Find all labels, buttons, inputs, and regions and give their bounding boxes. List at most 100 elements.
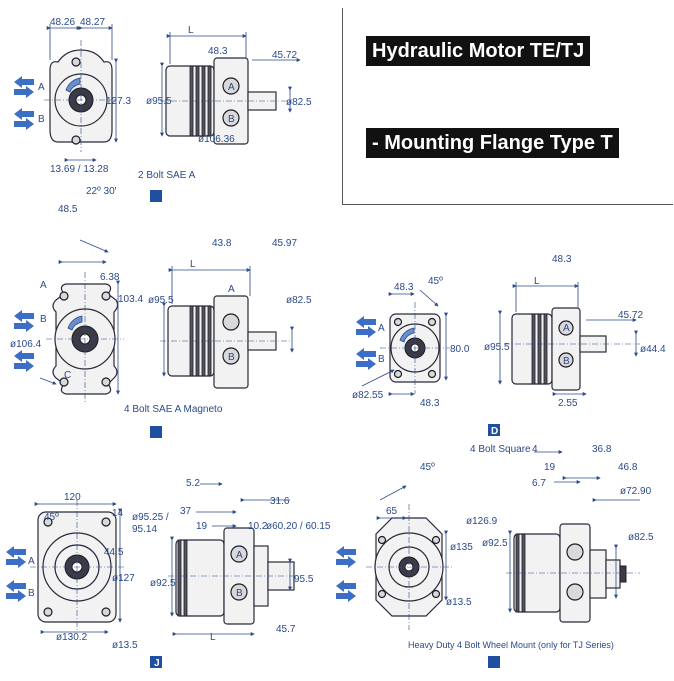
view-marker-k: [488, 656, 500, 668]
dim-5-2: 5.2: [186, 478, 200, 489]
dim-13-69: 13.69 / 13.28: [50, 164, 109, 175]
dim-dia-13-5: ø13.5: [112, 640, 138, 651]
flow-arrow-in-icon: [14, 108, 34, 120]
view-flange-square: 48.3 45º 80.0 ø82.55 48.3 A B D 4 Bolt S…: [352, 276, 531, 455]
view-flange-4bolt: A B C 6.38 103.4 ø106.4 4 Bolt SAE A Mag…: [10, 238, 297, 438]
dim-dia-127: ø127: [112, 573, 135, 584]
flange-120-bolt: [101, 517, 111, 527]
dim-48-5: 48.5: [58, 204, 78, 215]
side-wheel-port-a: [566, 543, 584, 561]
dim-angle-45: 45º: [428, 276, 443, 287]
flow-arrow-out-icon: [6, 556, 26, 568]
view-side-4bolt: L ø95.5 ø82.5 A B: [148, 259, 312, 389]
flow-arrow-out-icon: [14, 118, 34, 130]
flow-arrow-in-icon: [6, 546, 26, 558]
side-2bolt-port-a: [222, 77, 240, 95]
dim-45-72: 45.72: [618, 310, 643, 321]
flange-4bolt-bolt: [101, 291, 111, 301]
label-c: C: [64, 370, 71, 381]
dim-48-3-top: 48.3: [394, 282, 414, 293]
view-side-120: 5.2 37 31.6 19 10.2 ø60.20 / 60.15 ø92.5…: [150, 478, 331, 643]
port-label-b: B: [38, 114, 45, 125]
flange-2bolt-bolt-top: [71, 57, 81, 67]
marker-label-j: J: [154, 658, 160, 669]
flow-arrow-out-icon: [356, 326, 376, 338]
side-120-port-b: [230, 583, 248, 601]
dim-dia-135: ø135: [450, 542, 473, 553]
dim-48-27: 48.27: [80, 17, 105, 28]
port-label-b: B: [378, 354, 385, 365]
caption-2bolt: 2 Bolt SAE A: [138, 170, 196, 181]
flow-arrow-in-icon: [356, 348, 376, 360]
port-label-a: A: [28, 556, 35, 567]
dim-44-5: 44.5: [104, 547, 124, 558]
flow-arrow-in-icon: [336, 546, 356, 558]
flange-square-bolt: [427, 317, 437, 327]
side-port-label-b: B: [236, 588, 243, 599]
marker-label-d: D: [491, 426, 498, 437]
side-port-label-b: B: [228, 114, 235, 125]
side-120-port-a: [230, 545, 248, 563]
flange-square-bolt: [393, 317, 403, 327]
dim-95-14: 95.14: [132, 524, 157, 535]
flow-arrow-in-icon: [14, 350, 34, 362]
dim-95-5: 95.5: [294, 574, 314, 585]
side-120-ribs: [177, 539, 188, 617]
flow-arrow-out-icon: [14, 320, 34, 332]
flow-arrow-in-icon: [6, 580, 26, 592]
side-port-label-a: A: [228, 284, 235, 295]
port-label-a: A: [378, 323, 385, 334]
flange-4bolt-bolt: [59, 377, 69, 387]
dim-48-3-bottom: 48.3: [420, 398, 440, 409]
dim-19: 19: [544, 462, 556, 473]
dim-48-3: 48.3: [552, 254, 572, 265]
flange-2bolt-flow-mark: [65, 77, 81, 93]
view-flange-wheel: 45º 65 ø126.9 ø135 ø13.5 Heavy Duty 4 Bo…: [336, 462, 614, 668]
side-square-port-b: [558, 352, 574, 368]
dim-80-0: 80.0: [450, 344, 470, 355]
flange-square-bolt: [427, 369, 437, 379]
flange-wheel-bolt: [377, 589, 387, 599]
side-port-label-a: A: [236, 550, 243, 561]
side-port-label-b: B: [563, 356, 570, 367]
dim-48-3: 48.3: [208, 46, 228, 57]
view-marker: [150, 426, 162, 438]
dim-19: 19: [196, 521, 208, 532]
flange-120-bolt: [43, 607, 53, 617]
side-port-label-b: B: [228, 352, 235, 363]
view-side-2bolt: L 48.3 45.72 ø95.5 ø82.5 ø106.36 A B: [146, 25, 312, 145]
dim-45-97: 45.97: [272, 238, 297, 249]
dim-14: 14: [112, 508, 124, 519]
dim-length-l: L: [188, 25, 194, 36]
flow-arrow-in-icon: [14, 76, 34, 88]
dim-6-7: 6.7: [532, 478, 546, 489]
dim-dia-82-5: ø82.5: [286, 97, 312, 108]
view-marker-j: [150, 656, 162, 668]
dim-45-7: 45.7: [276, 624, 296, 635]
dim-length-l: L: [534, 276, 540, 287]
caption-4bolt: 4 Bolt SAE A Magneto: [124, 404, 223, 415]
dim-10-2: 10.2: [248, 521, 268, 532]
dim-dia-95-25: ø95.25 /: [132, 512, 169, 523]
dim-65: 65: [386, 506, 398, 517]
dim-43-8: 43.8: [212, 238, 232, 249]
side-wheel-port-b: [566, 583, 584, 601]
view-side-wheel: 4 36.8 19 46.8 6.7 ø72.90 ø92.5 ø82.5: [482, 444, 654, 623]
dim-46-8: 46.8: [618, 462, 638, 473]
title-line-2: - Mounting Flange Type T: [366, 128, 619, 158]
flange-4bolt-flow-mark: [67, 315, 83, 331]
flow-arrow-out-icon: [6, 590, 26, 602]
dim-length-l: L: [190, 259, 196, 270]
flow-arrow-out-icon: [356, 358, 376, 370]
dim-45-72: 45.72: [272, 50, 297, 61]
flow-arrow-in-icon: [14, 310, 34, 322]
dim-dia-72-90: ø72.90: [620, 486, 652, 497]
side-port-label-a: A: [563, 323, 570, 334]
flow-arrow-out-icon: [336, 590, 356, 602]
dim-dia-82-5: ø82.5: [286, 295, 312, 306]
dim-4: 4: [532, 444, 538, 455]
dim-2-55: 2.55: [558, 398, 578, 409]
dim-dia-95-5: ø95.5: [146, 96, 172, 107]
flow-arrow-out-icon: [14, 86, 34, 98]
flange-120-bolt: [101, 607, 111, 617]
